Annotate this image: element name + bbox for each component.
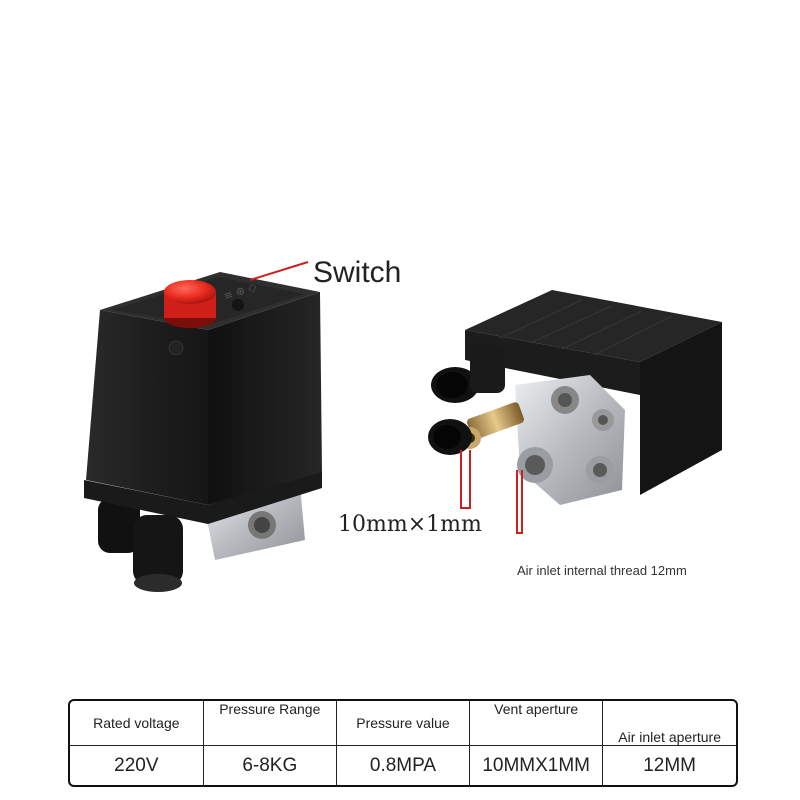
spec-header-inlet-aperture: Air inlet aperture [602,701,736,746]
pressure-switch-front-view: ≡ ⊕ ◇ [84,272,322,592]
spec-value-inlet-aperture: 12MM [643,754,697,776]
vent-dimension-label: 10mm×1mm [338,512,482,537]
spec-header-row: Rated voltage Pressure Range Pressure va… [70,701,736,746]
spec-value-pressure-range: 6-8KG [203,745,337,785]
spec-value-row: 220V 6-8KG 0.8MPA 10MMX1MM 12MM [70,745,736,785]
spec-header-pressure-value: Pressure value [336,701,471,746]
spec-header-pressure-range: Pressure Range [203,701,337,746]
switch-label: Switch [313,256,402,289]
spec-value-voltage: 220V [70,745,204,785]
switch-arrow [249,261,309,281]
inlet-bracket [516,470,523,534]
cable-gland-left [98,498,140,553]
spec-table: Rated voltage Pressure Range Pressure va… [68,699,738,787]
product-photo: ≡ ⊕ ◇ [84,261,722,592]
pressure-switch-side-view [428,290,722,505]
vent-bracket [460,450,471,509]
brass-fitting [466,402,524,440]
inlet-thread-label: Air inlet internal thread 12mm [517,563,687,578]
spec-header-voltage: Rated voltage [70,701,204,746]
spec-header-vent-aperture: Vent aperture [469,701,604,746]
red-switch-button [164,280,216,304]
spec-value-vent-aperture: 10MMX1MM [469,745,604,785]
cable-gland-right [133,515,183,585]
spec-value-pressure-value: 0.8MPA [336,745,471,785]
